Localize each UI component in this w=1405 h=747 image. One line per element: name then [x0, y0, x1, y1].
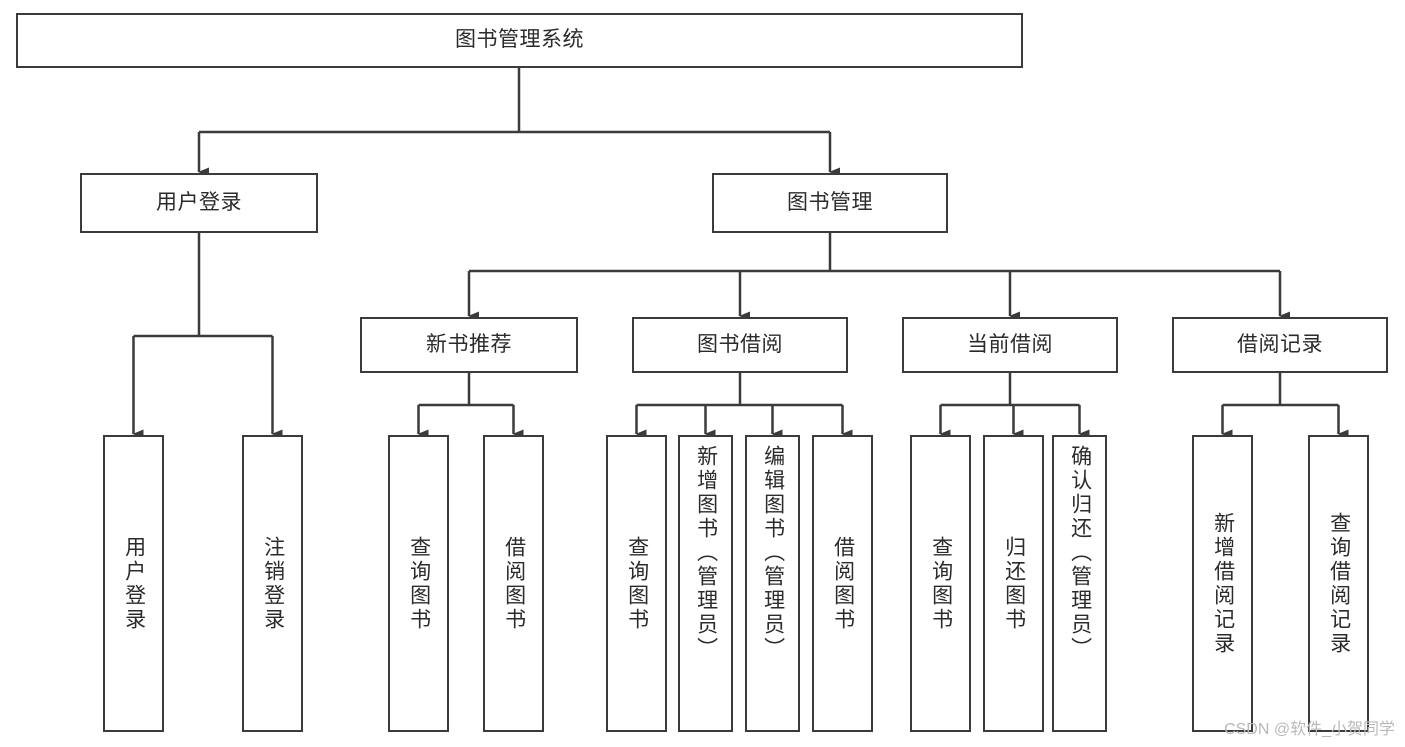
node-leaf-cur-query[interactable]: 查询图书: [910, 435, 971, 732]
node-label: 借阅记录: [1237, 332, 1323, 356]
node-label: 图书借阅: [697, 332, 783, 356]
node-label: 归还图书: [1002, 535, 1026, 632]
node-root[interactable]: 图书管理系统: [16, 13, 1023, 68]
node-records[interactable]: 借阅记录: [1172, 317, 1388, 373]
edge-group: [132, 68, 1349, 439]
node-label: 查询图书: [929, 535, 953, 632]
node-current[interactable]: 当前借阅: [902, 317, 1118, 373]
node-leaf-bq-query[interactable]: 查询图书: [606, 435, 667, 732]
node-label: 借阅图书: [831, 535, 855, 632]
node-label: 图书管理: [787, 190, 873, 214]
node-label: 新增借阅记录: [1211, 511, 1235, 656]
node-bookmgmt[interactable]: 图书管理: [712, 173, 948, 233]
node-label: 新书推荐: [426, 332, 512, 356]
node-label: 用户登录: [156, 190, 242, 214]
node-label: 当前借阅: [967, 332, 1053, 356]
node-leaf-user-logout[interactable]: 注销登录: [242, 435, 303, 732]
node-leaf-bq-add[interactable]: 新增图书（管理员）: [678, 435, 733, 732]
node-label: 查询图书: [407, 535, 431, 632]
node-leaf-new-borrow[interactable]: 借阅图书: [483, 435, 544, 732]
node-leaf-bq-edit[interactable]: 编辑图书（管理员）: [745, 435, 800, 732]
node-label: 查询图书: [625, 535, 649, 632]
node-label: 编辑图书（管理员）: [761, 445, 785, 661]
node-label: 注销登录: [261, 535, 285, 632]
node-label: 借阅图书: [502, 535, 526, 632]
node-label: 用户登录: [122, 535, 146, 632]
node-leaf-cur-confirm[interactable]: 确认归还（管理员）: [1052, 435, 1107, 732]
node-label: 确认归还（管理员）: [1068, 445, 1092, 661]
node-label: 图书管理系统: [455, 28, 584, 52]
node-leaf-rec-query[interactable]: 查询借阅记录: [1308, 435, 1369, 732]
node-leaf-cur-return[interactable]: 归还图书: [983, 435, 1044, 732]
node-label: 查询借阅记录: [1327, 511, 1351, 656]
node-leaf-bq-borrow[interactable]: 借阅图书: [812, 435, 873, 732]
node-leaf-new-query[interactable]: 查询图书: [388, 435, 449, 732]
node-leaf-rec-add[interactable]: 新增借阅记录: [1192, 435, 1253, 732]
node-leaf-user-login[interactable]: 用户登录: [103, 435, 164, 732]
node-borrow[interactable]: 图书借阅: [632, 317, 848, 373]
node-login[interactable]: 用户登录: [80, 173, 318, 233]
node-newbook[interactable]: 新书推荐: [360, 317, 578, 373]
node-label: 新增图书（管理员）: [694, 445, 718, 661]
